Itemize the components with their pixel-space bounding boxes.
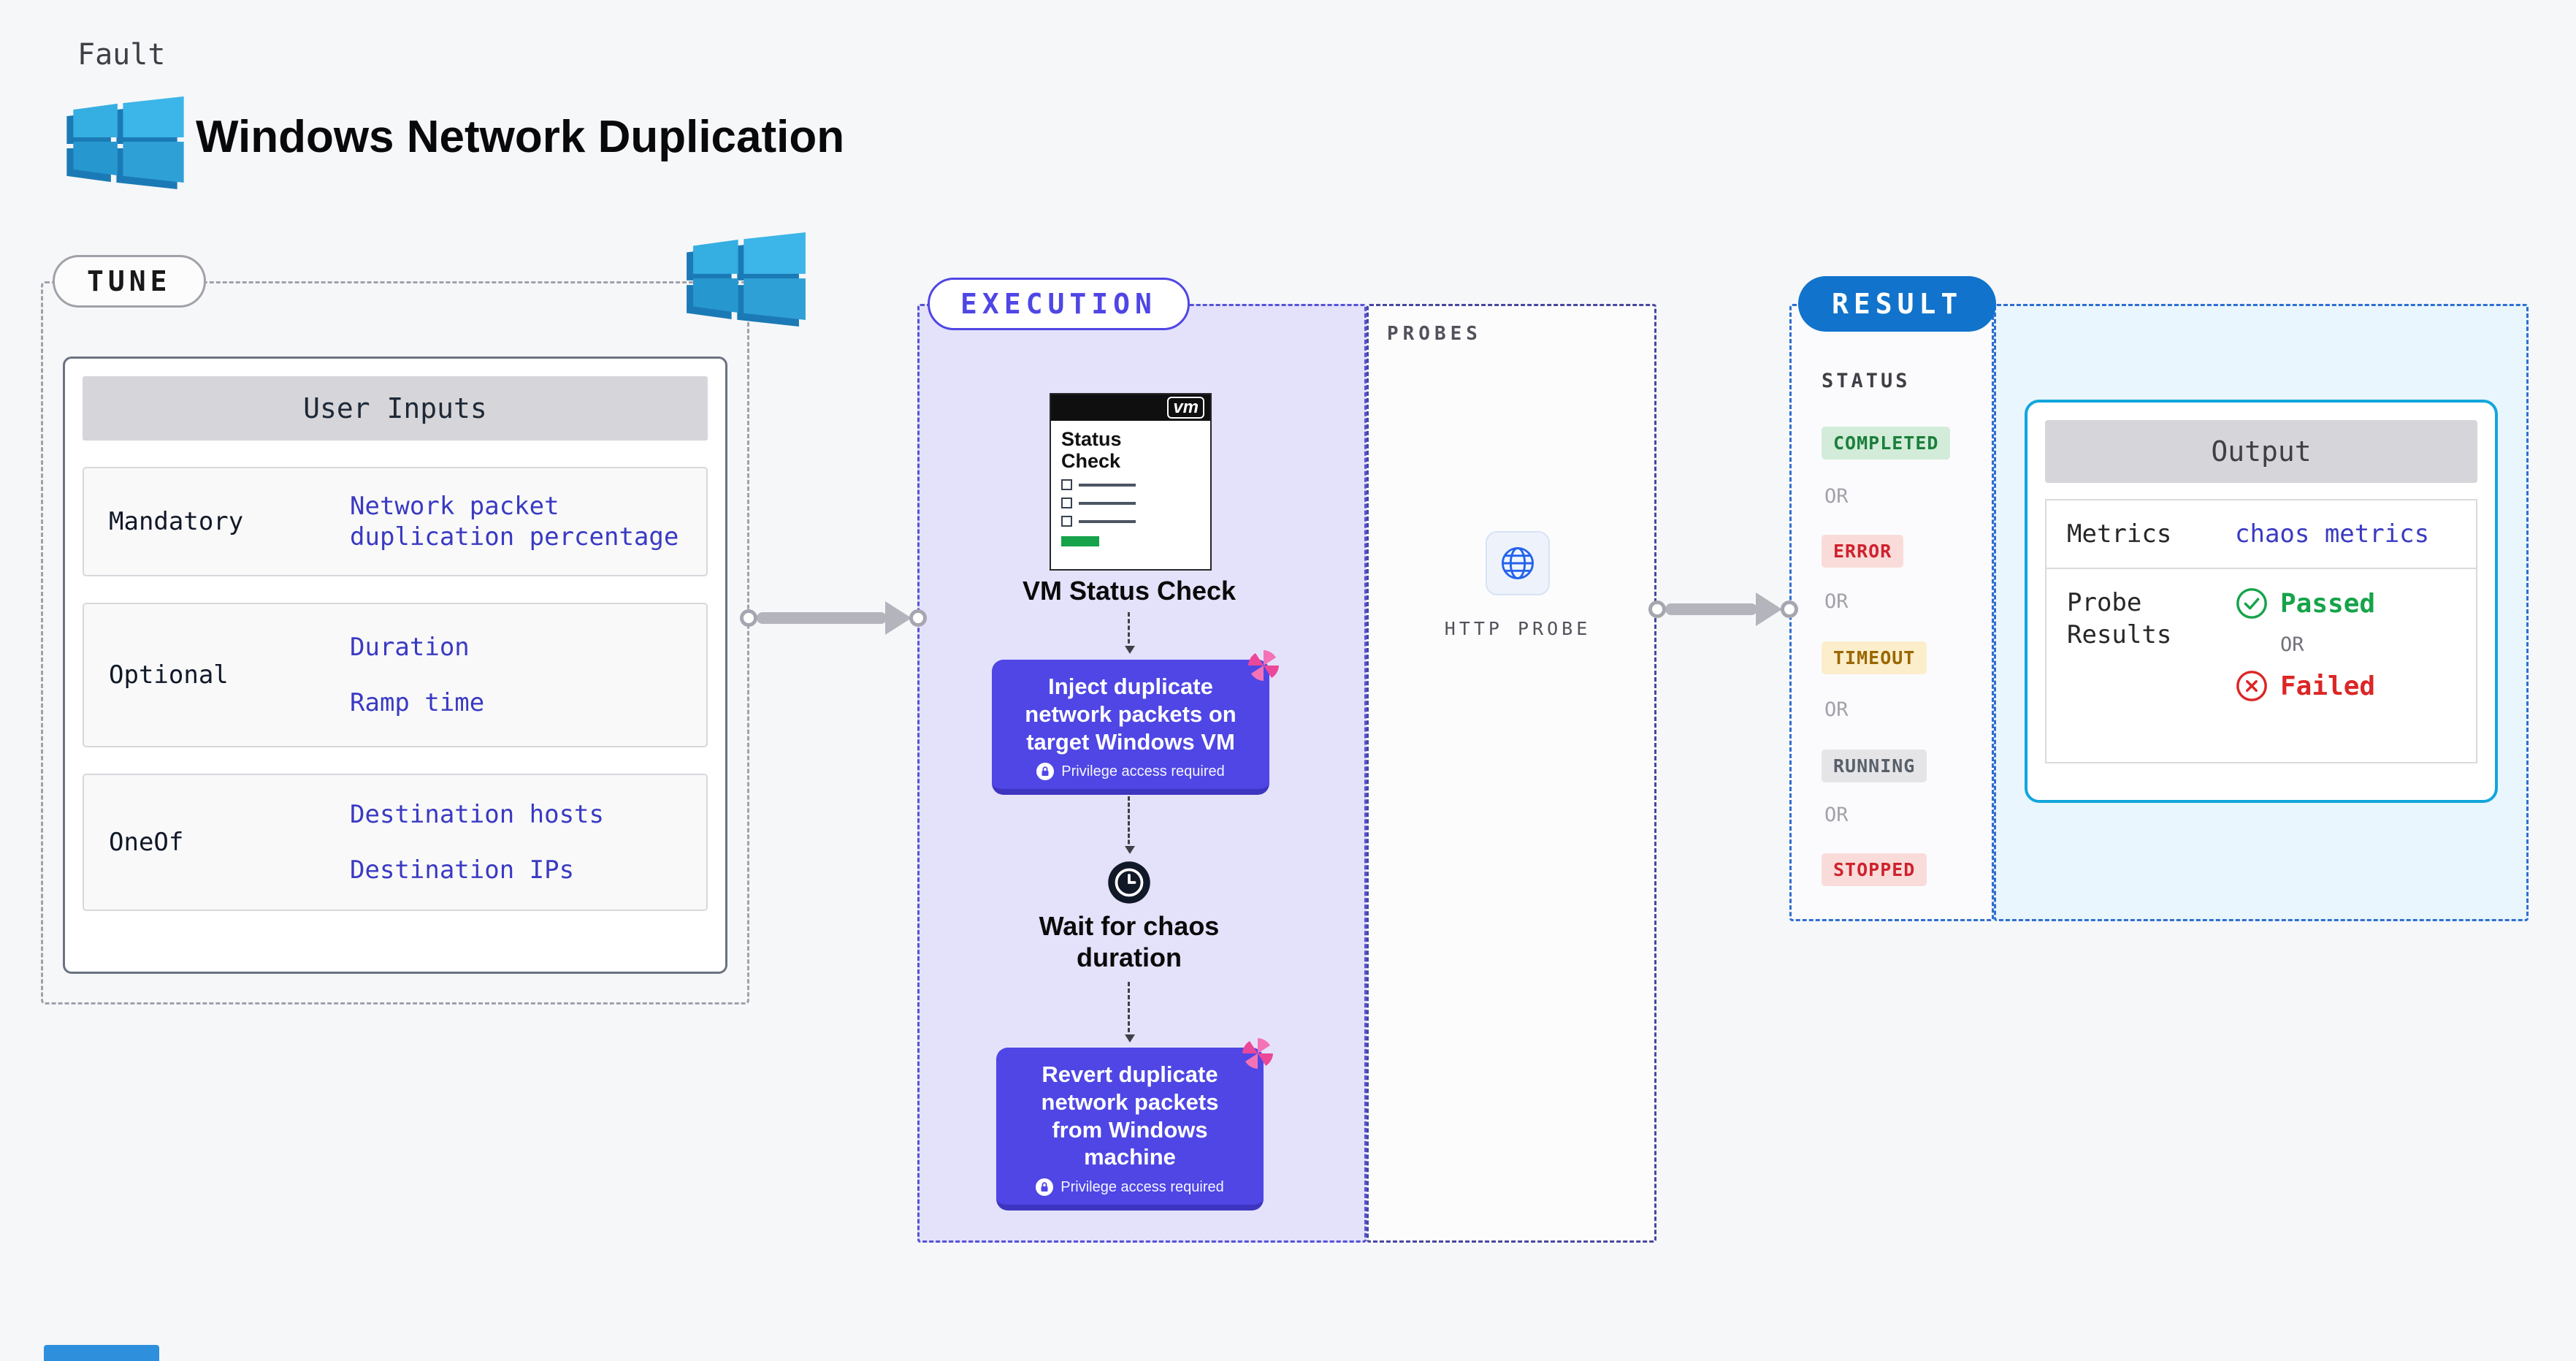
text-line: [1079, 501, 1136, 505]
step-note-text: Privilege access required: [1060, 1178, 1224, 1195]
or-label: OR: [1824, 698, 1849, 721]
arrow-shaft: [757, 612, 887, 624]
step-text: Inject duplicate network packets on targ…: [1025, 674, 1237, 755]
page-title: Windows Network Duplication: [196, 112, 845, 162]
text-line: [1079, 483, 1136, 487]
step-note-text: Privilege access required: [1061, 763, 1225, 779]
lock-icon: [1036, 763, 1055, 781]
chaos-icon: [1248, 650, 1279, 681]
globe-icon: [1502, 547, 1534, 579]
status-badge-completed: COMPLETED: [1822, 427, 1951, 460]
row-label: Mandatory: [109, 507, 244, 536]
metrics-label: Metrics: [2067, 519, 2172, 549]
row-value-link[interactable]: Network packet duplication percentage: [350, 491, 679, 552]
windows-logo-icon: [66, 96, 184, 189]
checkbox-icon: [1061, 516, 1072, 527]
probes-label: PROBES: [1387, 323, 1482, 345]
chaos-icon: [1242, 1038, 1273, 1069]
partial-windows-tile: [44, 1345, 159, 1361]
row-label: OneOf: [109, 828, 184, 857]
arrow-head: [885, 601, 911, 635]
output-header: Output: [2045, 420, 2477, 483]
step-revert-box: Revert duplicate network packets from Wi…: [996, 1038, 1273, 1211]
result-label: RESULT: [1798, 276, 1997, 332]
vm-card-title: Status Check: [1061, 428, 1122, 473]
step-note: Privilege access required: [1017, 763, 1245, 781]
checkbox-icon: [1061, 497, 1072, 509]
http-probe-tile: [1486, 531, 1550, 595]
probes-panel: [1367, 304, 1656, 1243]
checkbox-row: [1061, 479, 1200, 491]
table-row-mandatory: Mandatory Network packet duplication per…: [83, 467, 708, 576]
user-inputs-header: User Inputs: [83, 376, 708, 441]
tune-label: TUNE: [53, 255, 206, 308]
table-row-optional: Optional Duration Ramp time: [83, 603, 708, 747]
checkbox-row: [1061, 497, 1200, 509]
vm-card-titlebar: vm: [1051, 394, 1210, 421]
execution-label: EXECUTION: [928, 278, 1190, 330]
fault-kicker: Fault: [77, 38, 166, 72]
failed-label: Failed: [2280, 671, 2376, 701]
or-label: OR: [1824, 485, 1849, 508]
passed-label: Passed: [2280, 588, 2376, 619]
step-inject-box: Inject duplicate network packets on targ…: [992, 650, 1279, 796]
tune-panel: [41, 281, 749, 1004]
status-heading: STATUS: [1822, 370, 1911, 392]
passed-result: Passed: [2235, 587, 2375, 620]
arrow-shaft: [1665, 603, 1757, 615]
row-value-link[interactable]: Destination IPs: [350, 855, 575, 885]
connector-down: [1125, 796, 1135, 854]
checkbox-icon: [1061, 479, 1072, 491]
step-text: Revert duplicate network packets from Wi…: [1041, 1061, 1219, 1170]
result-status-panel: [1789, 304, 1994, 921]
progress-bar: [1061, 536, 1099, 547]
checkbox-row: [1061, 516, 1200, 527]
output-card: Output Metrics chaos metrics Probe Resul…: [2025, 400, 2498, 803]
clock-icon: [1107, 861, 1151, 904]
row-value-link[interactable]: Destination hosts: [350, 799, 604, 829]
status-badge-error: ERROR: [1822, 535, 1904, 568]
failed-result: Failed: [2235, 669, 2375, 703]
connector-dot: [1781, 601, 1798, 618]
wait-step-label: Wait for chaos duration: [1039, 911, 1220, 973]
vm-status-check-card: vm Status Check: [1050, 393, 1212, 571]
probe-results-row: Probe Results Passed OR Failed: [2045, 568, 2477, 764]
connector-down: [1125, 612, 1135, 654]
row-label: Optional: [109, 660, 229, 690]
step-note: Privilege access required: [1021, 1178, 1239, 1197]
or-label: OR: [1824, 590, 1849, 613]
or-label: OR: [1824, 804, 1849, 826]
http-probe-label: HTTP PROBE: [1444, 618, 1591, 639]
status-badge-timeout: TIMEOUT: [1822, 641, 1927, 674]
lock-icon: [1036, 1178, 1054, 1197]
row-value-link[interactable]: Duration: [350, 632, 470, 662]
chaos-metrics-link[interactable]: chaos metrics: [2235, 519, 2430, 549]
x-circle-icon: [2236, 671, 2267, 702]
text-line: [1079, 519, 1136, 523]
probe-results-label: Probe Results: [2067, 588, 2172, 650]
table-row-oneof: OneOf Destination hosts Destination IPs: [83, 774, 708, 911]
metrics-row: Metrics chaos metrics: [2045, 499, 2477, 570]
connector-dot: [909, 609, 927, 627]
status-badge-running: RUNNING: [1822, 750, 1927, 782]
arrow-head: [1756, 592, 1782, 626]
check-circle-icon: [2236, 588, 2267, 619]
vm-logo: vm: [1167, 397, 1204, 419]
connector-dot: [1648, 601, 1666, 618]
vm-status-caption: VM Status Check: [1022, 576, 1237, 606]
user-inputs-table: User Inputs Mandatory Network packet dup…: [63, 357, 727, 974]
status-badge-stopped: STOPPED: [1822, 853, 1927, 886]
connector-down: [1125, 982, 1135, 1042]
row-value-link[interactable]: Ramp time: [350, 688, 485, 717]
connector-dot: [740, 609, 757, 627]
windows-logo-icon: [687, 232, 807, 327]
or-label: OR: [2280, 633, 2304, 657]
